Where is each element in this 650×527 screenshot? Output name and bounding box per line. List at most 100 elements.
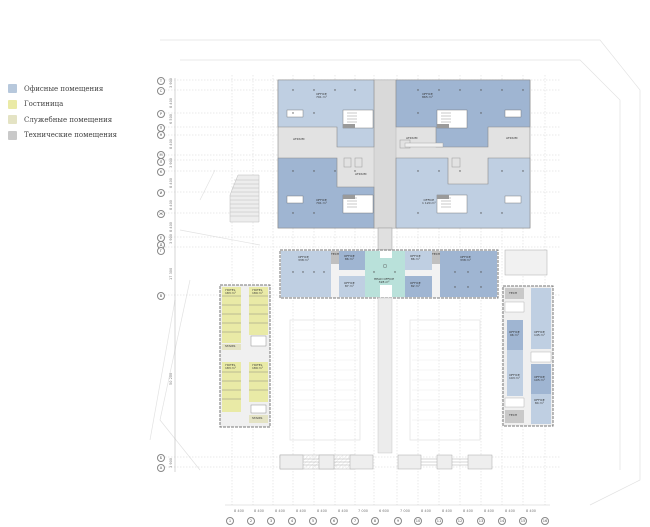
room-label-atrium-w: ATRIUM xyxy=(293,137,305,141)
legend-item-service: Служебные помещения xyxy=(8,112,117,128)
axis-bottom-dimension: 8 400 xyxy=(275,509,286,513)
room-label-atrium-e: ATRIUM xyxy=(506,136,518,140)
axis-left-dimension: 8 400 xyxy=(169,199,173,210)
axis-bottom-label: 16 xyxy=(541,517,549,525)
room-name: OFFICE xyxy=(344,281,355,285)
room-area: 193 m² xyxy=(509,376,520,381)
legend-label: Офисные помещения xyxy=(24,84,104,93)
room-name: OFFICE xyxy=(509,373,520,377)
axis-left-dimension: 3 900 xyxy=(169,233,173,244)
axis-left-label: Б xyxy=(157,454,165,462)
axis-left-label: Н xyxy=(157,131,165,139)
axis-left-dimension: 50 200 xyxy=(169,372,173,385)
room-area: 87 m² xyxy=(344,284,354,289)
axis-left-dimension: 3 900 xyxy=(169,157,173,168)
axis-bottom-dimension: 8 400 xyxy=(338,509,349,513)
room-area: 96 m² xyxy=(509,333,519,338)
room-area: 86 m² xyxy=(344,257,354,262)
legend-swatch-hotel xyxy=(8,99,17,109)
hotel-block xyxy=(219,284,271,428)
room-area: 1 120 m² xyxy=(422,201,436,206)
room-name: OFFICE xyxy=(422,92,433,96)
room-area: 82 m² xyxy=(410,284,420,289)
room-name: HOTEL xyxy=(225,363,236,367)
parking-lines xyxy=(292,329,478,421)
room-area: 84 m² xyxy=(534,401,544,406)
axis-left-dimension: 8 400 xyxy=(169,97,173,108)
room-area: 338 m² xyxy=(460,258,471,263)
axis-bottom-label: 13 xyxy=(477,517,485,525)
axis-bottom-dimension: 8 400 xyxy=(254,509,265,513)
room-name: HOTEL xyxy=(225,288,236,292)
axis-left-dimension: 8 400 xyxy=(169,221,173,232)
axis-bottom-label: 10 xyxy=(414,517,422,525)
legend-label: Гостиница xyxy=(24,100,64,109)
room-name: OFFICE xyxy=(534,398,545,402)
site-outline xyxy=(149,39,641,506)
legend-swatch-service xyxy=(8,115,17,125)
axis-left-label: И xyxy=(157,189,165,197)
room-area: 183 m² xyxy=(225,291,236,296)
room-label-stairs-top: STAIRS xyxy=(225,344,236,348)
room-name: OFFICE xyxy=(423,198,435,202)
axis-left-dimension: 8 400 xyxy=(169,177,173,188)
legend-label: Служебные помещения xyxy=(24,115,113,124)
axis-left-label: А xyxy=(157,464,165,472)
axis-bottom-label: 5 xyxy=(309,517,317,525)
axis-bottom-dimension: 8 400 xyxy=(234,509,245,513)
room-area: 183 m² xyxy=(225,366,236,371)
south-pavilions xyxy=(279,454,493,470)
axis-bottom-dimension: 6 600 xyxy=(379,509,390,513)
north-block xyxy=(277,79,531,251)
axis-left-label: Л xyxy=(157,158,165,166)
axis-bottom-label: 2 xyxy=(247,517,255,525)
axis-bottom-dimension: 8 400 xyxy=(526,509,537,513)
room-area: 105 m² xyxy=(534,378,545,383)
axis-bottom-dimension: 8 400 xyxy=(421,509,432,513)
axis-left-label: С xyxy=(157,87,165,95)
axis-bottom-label: 6 xyxy=(330,517,338,525)
axis-left-label: Р xyxy=(157,110,165,118)
axis-left-dimension: 3 900 xyxy=(169,77,173,88)
axis-bottom-dimension: 8 400 xyxy=(484,509,495,513)
ramp xyxy=(229,174,260,223)
axis-bottom-label: 14 xyxy=(498,517,506,525)
axis-bottom-dimension: 8 400 xyxy=(505,509,516,513)
axis-left-label: Т xyxy=(157,77,165,85)
room-area: 189 m² xyxy=(252,366,263,371)
grid-lines xyxy=(165,75,560,505)
room-name: OFFICE xyxy=(410,281,421,285)
room-name: OFFICE xyxy=(509,330,520,334)
room-area: 791 m² xyxy=(316,95,327,100)
room-name: HEAD OFFICE xyxy=(374,277,395,281)
legend-item-office: Офисные помещения xyxy=(8,81,117,97)
axis-left-dimension: 8 400 xyxy=(169,138,173,149)
axis-bottom-dimension: 8 400 xyxy=(296,509,307,513)
room-name: OFFICE xyxy=(410,254,421,258)
legend-swatch-office xyxy=(8,84,17,94)
axis-left-dimension: 3 900 xyxy=(169,457,173,468)
axis-bottom-label: 11 xyxy=(435,517,443,525)
axis-bottom-label: 9 xyxy=(394,517,402,525)
axis-bottom-label: 3 xyxy=(267,517,275,525)
axis-bottom-label: 15 xyxy=(519,517,527,525)
room-label-atrium-s: ATRIUM xyxy=(355,172,367,176)
axis-bottom-label: 4 xyxy=(288,517,296,525)
room-name: HOTEL xyxy=(252,288,263,292)
